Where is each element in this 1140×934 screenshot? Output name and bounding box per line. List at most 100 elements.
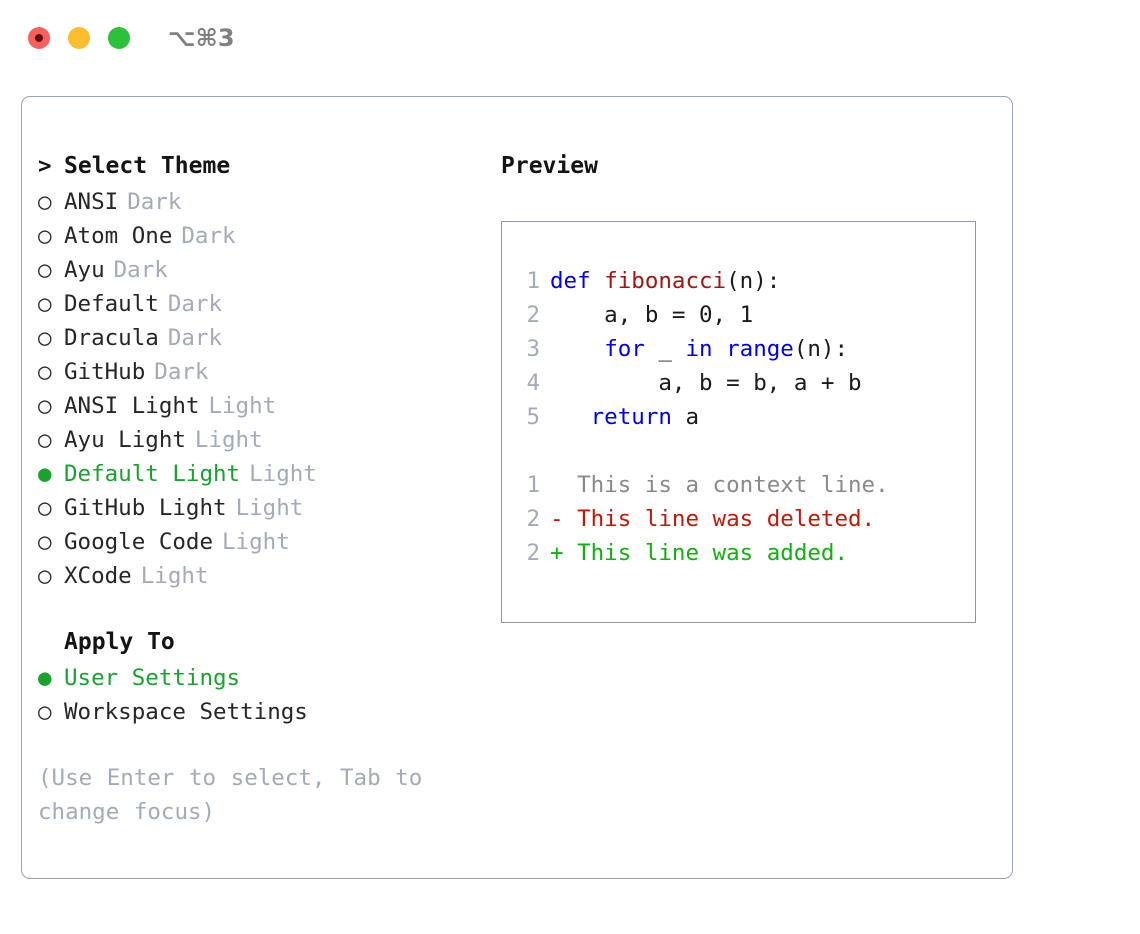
code-token: a, b = 0, 1	[550, 302, 754, 328]
line-number: 2	[526, 540, 540, 566]
theme-mode-badge: Dark	[167, 291, 223, 317]
theme-mode-badge: Dark	[113, 257, 168, 283]
theme-name-label: ANSI	[64, 189, 119, 215]
theme-name-label: Google Code	[64, 529, 214, 555]
diff-line-text: + This line was added.	[550, 540, 849, 566]
radio-unselected-icon[interactable]: ○	[38, 699, 52, 725]
code-token	[550, 404, 591, 430]
apply-to-option[interactable]: ○ Workspace Settings	[38, 695, 478, 729]
theme-name-label: Default Light	[64, 461, 241, 487]
diff-line-text: This is a context line.	[550, 472, 889, 498]
code-token: in	[685, 336, 713, 362]
radio-unselected-icon[interactable]: ○	[38, 529, 52, 555]
line-number: 2	[526, 302, 540, 328]
diff-line: 2 + This line was added.	[516, 536, 889, 570]
theme-list-item[interactable]: ○ Atom One Dark	[38, 219, 478, 253]
theme-mode-badge: Light	[140, 563, 209, 589]
code-token	[713, 336, 727, 362]
keyboard-shortcut-label: ⌥⌘3	[168, 24, 235, 52]
radio-unselected-icon[interactable]: ○	[38, 325, 52, 351]
maximize-window-button[interactable]	[108, 27, 130, 49]
theme-name-label: Atom One	[64, 223, 173, 249]
radio-selected-icon[interactable]: ●	[38, 461, 52, 487]
close-window-button[interactable]	[28, 27, 50, 49]
theme-mode-badge: Light	[249, 461, 317, 487]
apply-to-heading: Apply To	[64, 629, 175, 655]
minimize-window-button[interactable]	[68, 27, 90, 49]
theme-list-item[interactable]: ● Default Light Light	[38, 457, 478, 491]
radio-unselected-icon[interactable]: ○	[38, 257, 52, 283]
code-token: def	[550, 268, 605, 294]
theme-list-item[interactable]: ○ GitHub Light Light	[38, 491, 478, 525]
prompt-caret-icon: >	[38, 153, 52, 179]
code-token: a	[671, 404, 700, 430]
code-token: _	[644, 336, 686, 362]
radio-selected-icon[interactable]: ●	[38, 665, 52, 691]
code-line: 2 a, b = 0, 1	[516, 298, 889, 332]
radio-unselected-icon[interactable]: ○	[38, 359, 52, 385]
code-token: fibonacci	[604, 268, 727, 294]
code-line-text: for _ in range(n):	[550, 336, 848, 362]
page-title-label: Select Theme	[64, 153, 231, 179]
apply-to-option[interactable]: ● User Settings	[38, 661, 478, 695]
radio-unselected-icon[interactable]: ○	[38, 291, 52, 317]
radio-unselected-icon[interactable]: ○	[38, 495, 52, 521]
diff-line-text: - This line was deleted.	[550, 506, 876, 532]
theme-name-label: GitHub	[64, 359, 146, 385]
theme-name-label: XCode	[64, 563, 132, 589]
code-line: 1 def fibonacci(n):	[516, 264, 889, 298]
hint-spacer	[38, 729, 478, 761]
code-token: (n):	[726, 268, 781, 294]
keyboard-hint: (Use Enter to select, Tab to change focu…	[38, 765, 423, 825]
code-line: 3 for _ in range(n):	[516, 332, 889, 366]
theme-list-item[interactable]: ○ Google Code Light	[38, 525, 478, 559]
code-line-text: return a	[550, 404, 699, 430]
preview-heading: Preview	[501, 153, 598, 179]
theme-mode-badge: Light	[222, 529, 290, 555]
theme-list-item[interactable]: ○ Ayu Light Light	[38, 423, 478, 457]
code-token: range	[726, 336, 794, 362]
theme-name-label: Ayu	[64, 257, 105, 283]
radio-unselected-icon[interactable]: ○	[38, 427, 52, 453]
list-spacer	[38, 593, 478, 623]
theme-mode-badge: Dark	[154, 359, 209, 385]
code-token: (n):	[793, 336, 849, 362]
code-token: return	[590, 404, 672, 430]
apply-to-label: Workspace Settings	[64, 699, 308, 725]
page-title: > Select Theme	[38, 147, 478, 185]
theme-list-item[interactable]: ○ Ayu Dark	[38, 253, 478, 287]
apply-to-label: User Settings	[64, 665, 241, 691]
radio-unselected-icon[interactable]: ○	[38, 189, 52, 215]
theme-mode-badge: Dark	[181, 223, 236, 249]
theme-list-item[interactable]: ○ XCode Light	[38, 559, 478, 593]
theme-mode-badge: Light	[208, 393, 277, 419]
line-number: 5	[526, 404, 540, 430]
code-line: 5 return a	[516, 400, 889, 434]
code-line-text: a, b = b, a + b	[550, 370, 862, 396]
theme-mode-badge: Light	[235, 495, 304, 521]
diff-line: 2- This line was deleted.	[516, 502, 889, 536]
theme-name-label: Ayu Light	[64, 427, 186, 453]
theme-list-item[interactable]: ○ GitHub Dark	[38, 355, 478, 389]
theme-mode-badge: Light	[194, 427, 263, 453]
diff-line: 1 This is a context line.	[516, 468, 889, 502]
line-number: 1	[526, 268, 540, 294]
code-diff-separator	[516, 434, 889, 468]
radio-unselected-icon[interactable]: ○	[38, 563, 52, 589]
code-token: for	[604, 336, 645, 362]
radio-unselected-icon[interactable]: ○	[38, 223, 52, 249]
code-token: a, b = b, a + b	[550, 370, 862, 396]
radio-unselected-icon[interactable]: ○	[38, 393, 52, 419]
theme-name-label: GitHub Light	[64, 495, 227, 521]
